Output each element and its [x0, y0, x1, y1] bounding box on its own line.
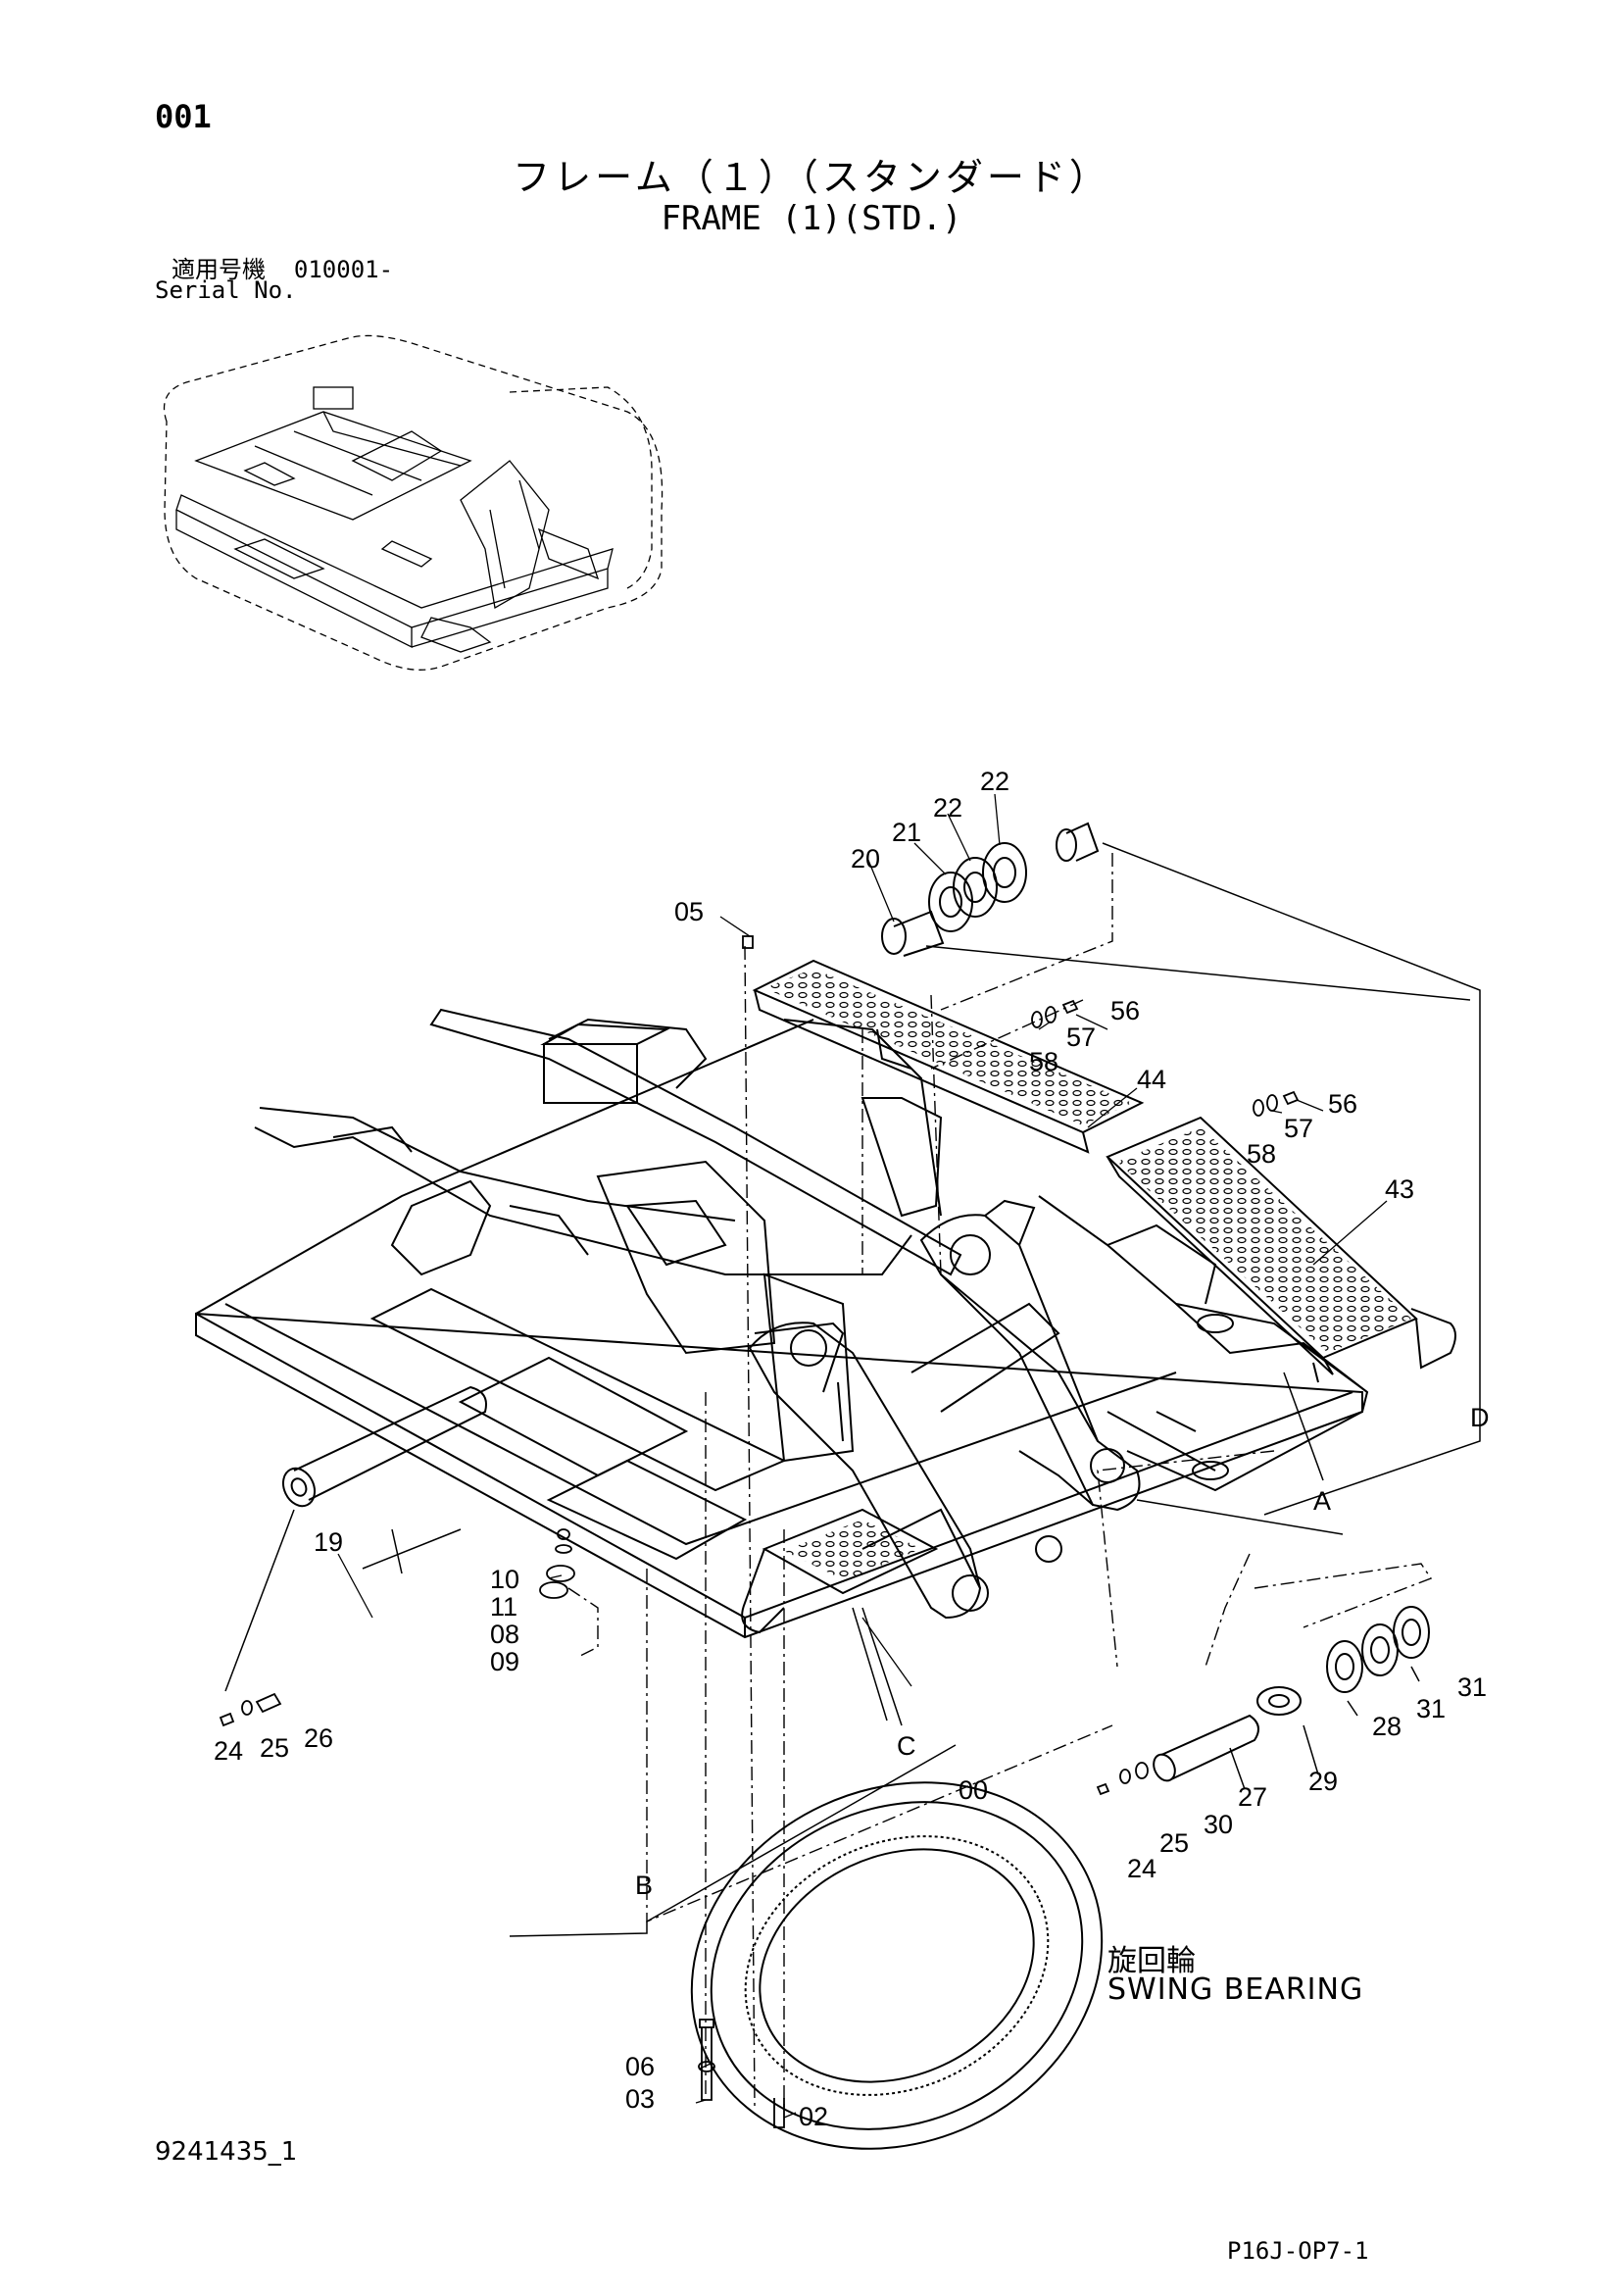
pin-19	[281, 1385, 487, 1508]
callout-19: 19	[314, 1527, 343, 1557]
step-plate-43	[1106, 1116, 1456, 1375]
callout-D: D	[1470, 1403, 1490, 1432]
callout-03: 03	[625, 2084, 655, 2114]
page-code: P16J-OP7-1	[1227, 2237, 1369, 2265]
callout-56-a: 56	[1110, 996, 1140, 1025]
swing-bearing	[690, 1781, 1104, 2150]
callout-29: 29	[1308, 1767, 1338, 1796]
callout-B: B	[635, 1871, 653, 1900]
callout-25-b: 25	[1159, 1828, 1189, 1858]
serial-value: 010001-	[293, 256, 394, 283]
serial-label-english: Serial No.	[155, 276, 297, 304]
callout-31-a: 31	[1457, 1672, 1487, 1702]
serial-label-japanese: 適用号機 010001-	[172, 250, 393, 284]
serial-label-jp-text: 適用号機	[172, 256, 266, 283]
callout-21: 21	[892, 818, 921, 847]
upper-frame	[195, 1008, 1363, 1639]
callout-27: 27	[1238, 1782, 1267, 1812]
spacers-20-22	[881, 822, 1100, 957]
callout-58-b: 58	[1247, 1139, 1276, 1169]
leader-lines	[337, 793, 1388, 2119]
rear-frame	[1038, 1195, 1369, 1492]
callout-08: 08	[490, 1620, 519, 1649]
callout-22-b: 22	[933, 793, 962, 823]
callout-30: 30	[1204, 1810, 1233, 1839]
callout-00: 00	[959, 1775, 988, 1805]
hardware	[219, 935, 1300, 2128]
document-number: 9241435_1	[155, 2137, 298, 2167]
callout-11: 11	[490, 1592, 517, 1622]
page-title-english: FRAME (1)(STD.)	[661, 199, 962, 238]
callout-20: 20	[851, 844, 880, 873]
page-title-japanese: フレーム（１）（スタンダード）	[513, 156, 1110, 199]
callout-26: 26	[304, 1723, 333, 1753]
overview-thumbnail	[163, 334, 664, 671]
callout-22-a: 22	[980, 767, 1009, 796]
reference-lines	[224, 842, 1481, 1937]
callout-58-a: 58	[1029, 1047, 1058, 1076]
callout-C: C	[897, 1731, 916, 1761]
callout-A: A	[1313, 1486, 1331, 1516]
callout-05: 05	[674, 897, 704, 926]
callout-06: 06	[625, 2052, 655, 2081]
callout-02: 02	[799, 2102, 828, 2131]
part-callouts: 22 22 21 20 05 56 57 58 44 56 57 58 43 D…	[214, 767, 1490, 2131]
callout-10: 10	[490, 1565, 519, 1594]
callout-24-a: 24	[214, 1736, 243, 1766]
callout-28: 28	[1372, 1712, 1402, 1741]
callout-31-b: 31	[1416, 1694, 1446, 1723]
pin-27	[1153, 1686, 1302, 1782]
callout-25-a: 25	[260, 1733, 289, 1763]
callout-43: 43	[1385, 1174, 1414, 1204]
page-number: 001	[155, 98, 212, 135]
step-plate-44	[752, 959, 1145, 1154]
callout-57-a: 57	[1066, 1023, 1096, 1052]
callout-44: 44	[1137, 1065, 1166, 1094]
spacers-28-31	[1326, 1606, 1430, 1693]
boom-bracket	[748, 1199, 1141, 1620]
callout-57-b: 57	[1284, 1114, 1313, 1143]
callout-24-b: 24	[1127, 1854, 1156, 1883]
callout-09: 09	[490, 1647, 519, 1676]
swing-bearing-label-english: SWING BEARING	[1107, 1972, 1364, 2007]
front-step	[741, 1508, 939, 1634]
callout-56-b: 56	[1328, 1089, 1357, 1119]
swing-bearing-label-japanese: 旋回輪	[1107, 1944, 1196, 1978]
